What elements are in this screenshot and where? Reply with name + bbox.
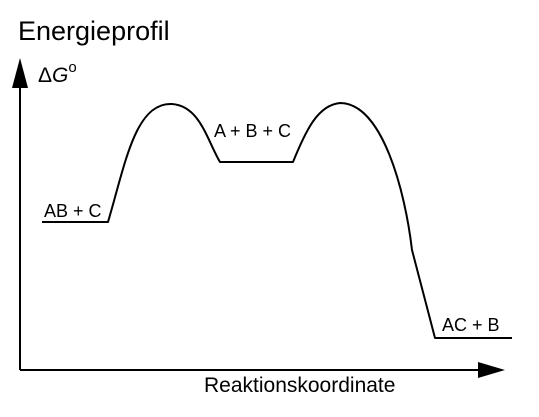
y-axis-arrowhead [12,58,28,88]
y-axis-delta: Δ [38,64,52,87]
x-axis-arrowhead [478,362,505,378]
x-axis-label: Reaktionskoordinate [204,374,395,397]
products-label: AC + B [442,315,500,335]
y-axis-label: ΔGo [38,59,77,87]
y-axis-g: G [52,64,68,87]
reactants-label: AB + C [44,201,102,221]
y-axis-superscript: o [68,59,76,76]
energy-curve [42,102,512,339]
intermediate-label: A + B + C [214,121,291,141]
diagram-title: Energieprofil [18,16,170,46]
